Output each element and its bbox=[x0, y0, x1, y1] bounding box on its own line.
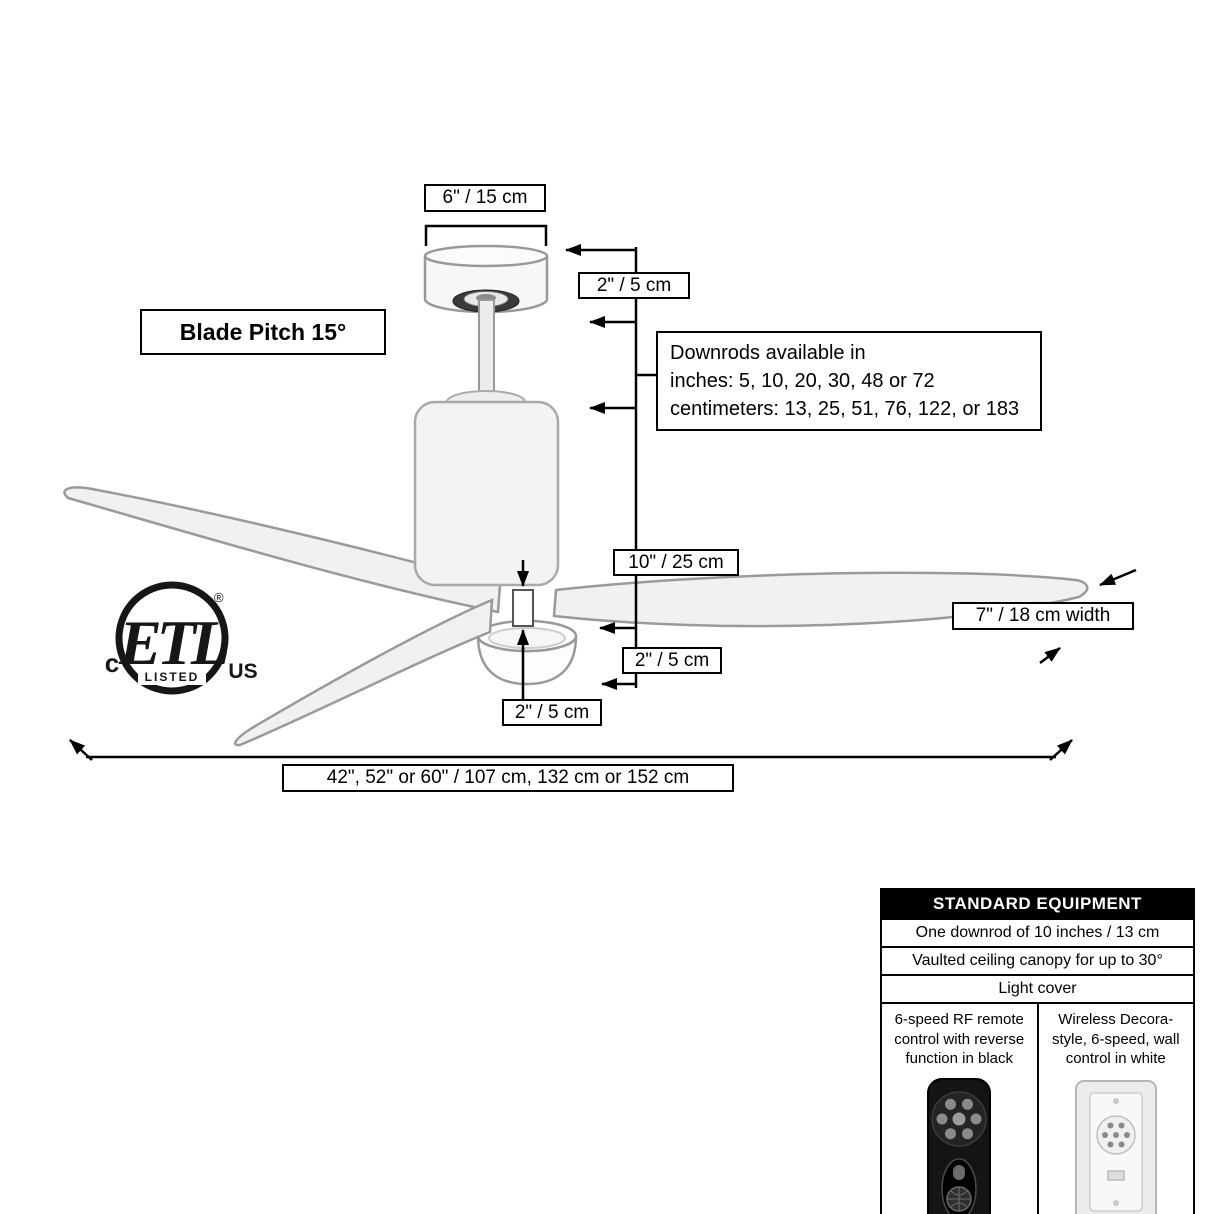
blade-span-label: 42", 52" or 60" / 107 cm, 132 cm or 152 … bbox=[282, 764, 734, 792]
etl-registered-mark: ® bbox=[214, 590, 224, 605]
fan-blade-left-icon bbox=[63, 486, 502, 614]
wall-control-description: Wireless Decora-style, 6-speed, wall con… bbox=[1051, 1011, 1180, 1067]
etl-c-text: c bbox=[105, 648, 119, 678]
fan-blade-bottom-icon bbox=[233, 598, 494, 747]
motor-housing-icon bbox=[413, 400, 560, 587]
canopy-width-bracket bbox=[424, 224, 548, 246]
rf-remote-image bbox=[920, 1077, 998, 1214]
equipment-row-downrod: One downrod of 10 inches / 13 cm bbox=[882, 918, 1193, 946]
light-kit-icon bbox=[476, 619, 578, 686]
motor-height-label: 10" / 25 cm bbox=[613, 549, 739, 576]
blade-pitch-label: Blade Pitch 15° bbox=[140, 309, 386, 355]
rf-remote-icon bbox=[927, 1077, 992, 1214]
canopy-width-label: 6" / 15 cm bbox=[424, 184, 546, 212]
downrods-note-line3: centimeters: 13, 25, 51, 76, 122, or 183 bbox=[670, 398, 1020, 420]
span-dimension-line bbox=[69, 739, 1073, 761]
vertical-dimension-line bbox=[565, 244, 657, 690]
canopy-icon bbox=[423, 244, 549, 314]
equipment-row-canopy: Vaulted ceiling canopy for up to 30° bbox=[882, 946, 1193, 974]
etl-us-text: US bbox=[228, 660, 257, 683]
blade-width-label: 7" / 18 cm width bbox=[952, 602, 1134, 630]
etl-listed-logo: ETL LISTED c US ® bbox=[105, 581, 258, 695]
wall-control-icon bbox=[1074, 1079, 1157, 1214]
downrod-icon bbox=[478, 299, 495, 401]
blade-width-arrows bbox=[1039, 568, 1137, 664]
downrods-note-line1: Downrods available in bbox=[670, 342, 866, 364]
etl-brand-text: ETL bbox=[118, 607, 228, 678]
remote-description: 6-speed RF remote control with reverse f… bbox=[894, 1011, 1025, 1067]
wall-control-image bbox=[1066, 1077, 1166, 1214]
etl-listed-text: LISTED bbox=[145, 670, 200, 684]
blade-thickness-label: 2" / 5 cm bbox=[502, 699, 602, 726]
equipment-col-wall-control: Wireless Decora-style, 6-speed, wall con… bbox=[1036, 1004, 1194, 1214]
downrods-note-line2: inches: 5, 10, 20, 30, 48 or 72 bbox=[670, 370, 935, 392]
equipment-row-light-cover: Light cover bbox=[882, 974, 1193, 1002]
standard-equipment-table: STANDARD EQUIPMENT One downrod of 10 inc… bbox=[880, 888, 1195, 1214]
blade-root-section-icon bbox=[512, 589, 534, 627]
canopy-height-label: 2" / 5 cm bbox=[578, 272, 690, 299]
light-height-label: 2" / 5 cm bbox=[622, 647, 722, 674]
equipment-table-header: STANDARD EQUIPMENT bbox=[882, 890, 1193, 918]
equipment-col-remote: 6-speed RF remote control with reverse f… bbox=[882, 1004, 1037, 1214]
downrods-note: Downrods available in inches: 5, 10, 20,… bbox=[656, 331, 1042, 431]
